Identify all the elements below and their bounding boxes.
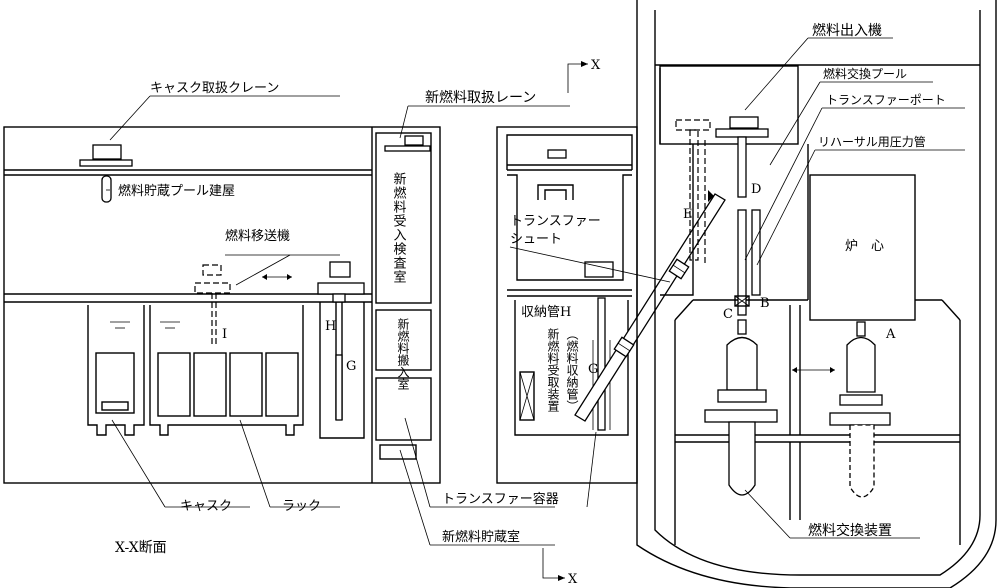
fuel-storage-building xyxy=(3,126,441,484)
new-fuel-storage-room-label: 新燃料貯蔵室 xyxy=(442,529,520,545)
new-fuel-building xyxy=(496,126,726,484)
transfer-chute-label-line1: トランスファー xyxy=(510,214,601,229)
cask-label: キャスク xyxy=(180,499,232,514)
letter-c: C xyxy=(723,307,733,322)
rack-label: ラック xyxy=(282,499,321,514)
fuel-transfer-machine-label: 燃料移送機 xyxy=(225,228,290,244)
transfer-port-label: トランスファーポート xyxy=(826,93,946,107)
new-fuel-carry-in-room-label: 新燃料搬入室 xyxy=(396,317,410,390)
fuel-exchange-pool-label: 燃料交換プール xyxy=(823,66,907,81)
fuel-exchange-device-label: 燃料交換装置 xyxy=(808,522,892,539)
new-fuel-crane-label: 新燃料取扱レーン xyxy=(425,89,536,106)
rehearsal-pressure-tube-label: リハーサル用圧力管 xyxy=(818,134,926,149)
letter-e: E xyxy=(683,207,693,222)
reactor-core-label: 炉 心 xyxy=(845,239,884,254)
letter-g-middle: G xyxy=(588,362,598,377)
storage-tube-h-label: 収納管H xyxy=(521,305,571,320)
section-title: X-X断面 xyxy=(115,540,167,556)
letter-h: H xyxy=(325,319,336,334)
fuel-exchange-machine-label: 燃料出入機 xyxy=(812,22,882,39)
x-mark-bottom: X xyxy=(568,572,578,587)
transfer-container-label: トランスファー容器 xyxy=(442,491,559,507)
rack xyxy=(157,352,299,417)
new-fuel-receiving-device-label: 新燃料受取装置 xyxy=(546,327,560,412)
text-labels: キャスク取扱クレーン 新燃料取扱レーン 燃料出入機 燃料交換プール トランスファ… xyxy=(115,22,946,587)
letter-a: A xyxy=(885,327,896,342)
letter-g-left: G xyxy=(346,359,356,374)
cask-crane-label: キャスク取扱クレーン xyxy=(150,81,279,96)
cask-crane xyxy=(92,144,122,160)
new-fuel-inspection-room-label: 新燃料受入検査室 xyxy=(391,171,407,284)
fuel-storage-pool-building-label: 燃料貯蔵プール建屋 xyxy=(118,183,235,199)
leader-lines xyxy=(106,37,965,581)
transfer-chute-label-line2: シュート xyxy=(510,232,562,247)
letter-i: I xyxy=(222,327,227,342)
reactor-containment xyxy=(636,0,997,588)
cask xyxy=(95,352,135,414)
x-mark-top: X xyxy=(591,58,601,73)
letter-d: D xyxy=(751,182,761,197)
new-fuel-storage-tube-label: （燃料収納管） xyxy=(565,328,579,412)
letter-b: B xyxy=(760,296,770,311)
